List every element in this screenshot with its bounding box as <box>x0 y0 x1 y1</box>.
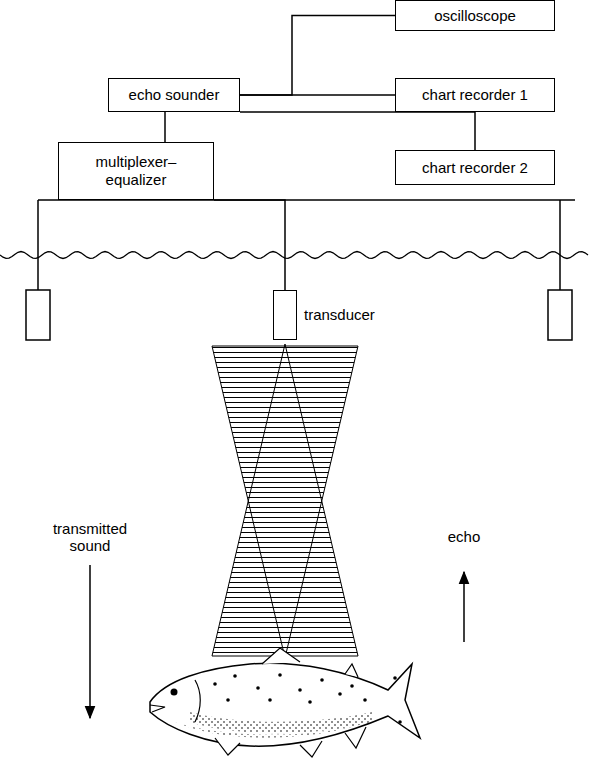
transducer-symbol <box>26 290 50 340</box>
fish-spot <box>398 720 402 724</box>
fish-spot <box>320 678 324 682</box>
signal-cable <box>240 94 395 96</box>
fish-spot <box>226 698 230 702</box>
node-text: chart recorder 2 <box>422 159 528 177</box>
echo-sounder-box: echo sounder <box>108 78 240 112</box>
transducer-box: transducer <box>273 290 297 340</box>
anal-fin <box>345 727 366 748</box>
fish-body <box>150 663 420 746</box>
node-text: echo sounder <box>129 86 220 104</box>
fish-spot <box>350 684 354 688</box>
fish-spot <box>233 674 237 678</box>
fish-spot <box>268 698 272 702</box>
node-text: chart recorder 1 <box>422 86 528 104</box>
fish-spot <box>256 686 260 690</box>
salmon-figure <box>150 648 420 757</box>
fish-spot <box>338 692 342 696</box>
direction-label: echo <box>440 528 488 545</box>
cable <box>37 200 39 290</box>
direction-arrow <box>463 572 465 642</box>
fish-spot <box>308 700 312 704</box>
fish-spots <box>213 673 402 724</box>
direction-label: transmitted sound <box>40 520 140 554</box>
fish-spot <box>298 688 302 692</box>
fish-spot <box>363 698 367 702</box>
signal-cable <box>164 112 166 142</box>
fish-spot <box>213 682 217 686</box>
fish-eye <box>171 689 178 696</box>
chart-recorder-box: chart recorder 1 <box>395 78 555 112</box>
cable <box>559 200 561 290</box>
echo-beam <box>212 346 358 658</box>
fish-belly <box>190 712 372 733</box>
pectoral-fin <box>215 738 240 755</box>
signal-cable <box>214 200 285 290</box>
node-text: multiplexer– equalizer <box>65 153 207 189</box>
oscilloscope-box: oscilloscope <box>395 0 555 31</box>
fish-spot <box>278 673 282 677</box>
fish-mouth <box>150 705 165 712</box>
direction-arrow <box>89 565 91 718</box>
fish-spot <box>393 676 397 680</box>
dorsal-fin <box>262 648 300 664</box>
transducer-symbol <box>548 290 572 340</box>
pelvic-fin <box>300 741 322 757</box>
node-text: oscilloscope <box>434 7 516 25</box>
adipose-fin <box>345 664 358 677</box>
water-surface <box>0 252 588 259</box>
signal-cable <box>240 16 395 96</box>
chart-recorder-box: chart recorder 2 <box>395 150 555 185</box>
signal-cable <box>240 112 475 150</box>
fish-gill <box>195 680 200 722</box>
multiplexer-box: multiplexer– equalizer <box>58 142 214 200</box>
node-heading: transducer <box>304 306 375 324</box>
